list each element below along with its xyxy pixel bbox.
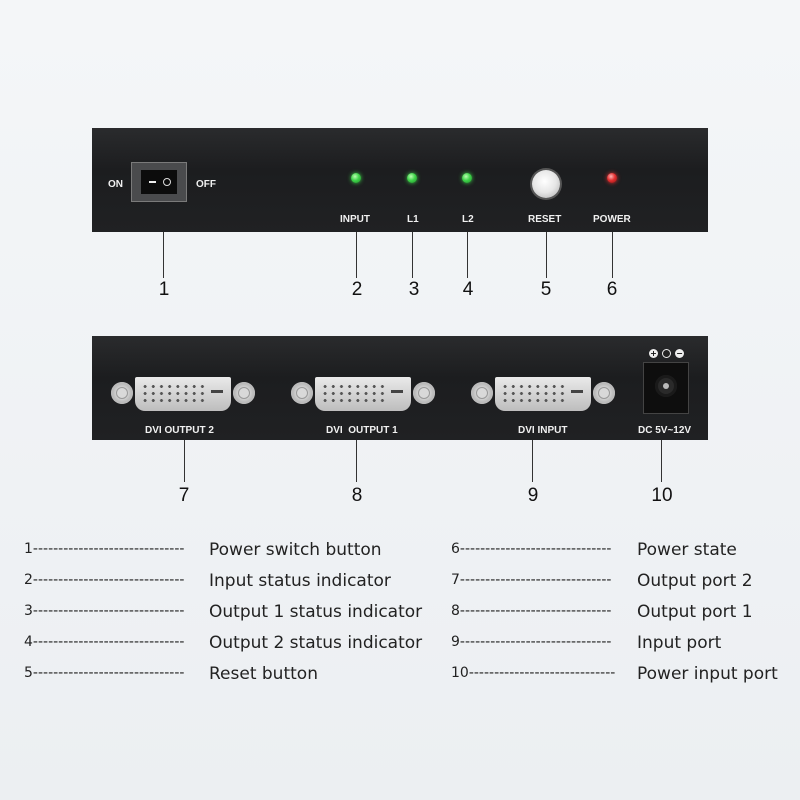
- legend-key: 4------------------------------: [24, 634, 185, 650]
- legend-key: 5------------------------------: [24, 665, 185, 681]
- front-panel: [92, 128, 708, 232]
- leader-line-7: [184, 440, 185, 482]
- callout-3: 3: [408, 279, 420, 300]
- switch-on-label: ON: [108, 179, 123, 190]
- legend-text: Output port 1: [637, 602, 753, 622]
- callout-6: 6: [606, 279, 618, 300]
- rocker-off-mark: [163, 178, 171, 186]
- legend-text: Output port 2: [637, 571, 753, 591]
- l2-led: [462, 173, 472, 183]
- legend-text: Output 2 status indicator: [209, 633, 423, 653]
- callout-5: 5: [540, 279, 552, 300]
- screw-icon: [233, 382, 255, 404]
- dvi-input-label: DVI INPUT: [518, 425, 568, 436]
- callout-9: 9: [527, 485, 539, 506]
- leader-line-10: [661, 440, 662, 482]
- polarity-icon: +−: [649, 348, 684, 358]
- reset-label: RESET: [528, 214, 562, 225]
- dvi-connector-body: [315, 377, 411, 411]
- screw-icon: [471, 382, 493, 404]
- callout-1: 1: [158, 279, 170, 300]
- screw-icon: [291, 382, 313, 404]
- callout-2: 2: [351, 279, 363, 300]
- callout-4: 4: [462, 279, 474, 300]
- screw-icon: [413, 382, 435, 404]
- screw-icon: [593, 382, 615, 404]
- dvi-connector-body: [135, 377, 231, 411]
- input-led: [351, 173, 361, 183]
- legend-key: 10-----------------------------: [451, 665, 616, 681]
- legend-text: Power input port: [637, 664, 778, 684]
- dvi-connector-body: [495, 377, 591, 411]
- legend-key: 3------------------------------: [24, 603, 185, 619]
- power-rocker: [141, 170, 177, 194]
- legend-key: 8------------------------------: [451, 603, 612, 619]
- dvi-output-1-label: DVI OUTPUT 1: [326, 425, 398, 436]
- leader-line-2: [356, 232, 357, 278]
- legend-text: Power switch button: [209, 540, 382, 560]
- power-label: POWER: [593, 214, 631, 225]
- legend-key: 6------------------------------: [451, 541, 612, 557]
- leader-line-5: [546, 232, 547, 278]
- leader-line-9: [532, 440, 533, 482]
- leader-line-6: [612, 232, 613, 278]
- leader-line-8: [356, 440, 357, 482]
- dc-power-jack[interactable]: [643, 362, 689, 414]
- legend-key: 2------------------------------: [24, 572, 185, 588]
- l2-led-label: L2: [462, 214, 474, 225]
- legend-text: Power state: [637, 540, 737, 560]
- switch-off-label: OFF: [196, 179, 216, 190]
- callout-8: 8: [351, 485, 363, 506]
- legend-text: Output 1 status indicator: [209, 602, 423, 622]
- legend-key: 1------------------------------: [24, 541, 185, 557]
- input-led-label: INPUT: [340, 214, 370, 225]
- power-switch[interactable]: [131, 162, 187, 202]
- leader-line-4: [467, 232, 468, 278]
- callout-7: 7: [178, 485, 190, 506]
- dc-voltage-label: DC 5V~12V: [638, 425, 692, 436]
- l1-led: [407, 173, 417, 183]
- legend-key: 7------------------------------: [451, 572, 612, 588]
- legend-text: Reset button: [209, 664, 318, 684]
- legend-key: 9------------------------------: [451, 634, 612, 650]
- screw-icon: [111, 382, 133, 404]
- dvi-output-2-label: DVI OUTPUT 2: [145, 425, 214, 436]
- l1-led-label: L1: [407, 214, 419, 225]
- leader-line-3: [412, 232, 413, 278]
- legend-text: Input status indicator: [209, 571, 391, 591]
- callout-10: 10: [651, 485, 673, 506]
- legend-text: Input port: [637, 633, 722, 653]
- rocker-on-mark: [149, 181, 156, 183]
- power-led: [607, 173, 617, 183]
- reset-button[interactable]: [532, 170, 560, 198]
- leader-line-1: [163, 232, 164, 278]
